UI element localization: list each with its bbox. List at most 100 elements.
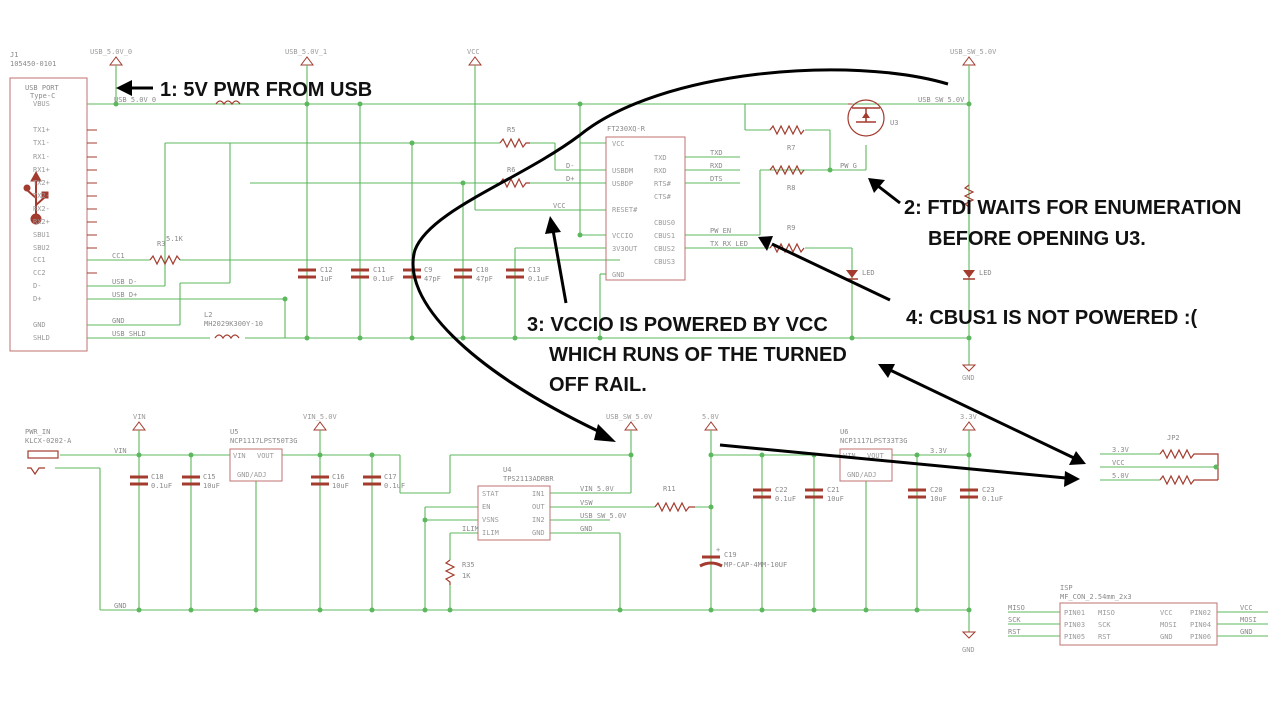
svg-text:TPS2113ADRBR: TPS2113ADRBR — [503, 475, 554, 483]
capacitor-c12: C12 1uF — [298, 266, 333, 283]
isp-pin-right: PIN02 — [1190, 609, 1211, 617]
isp-net-left: SCK — [1008, 616, 1021, 624]
svg-text:VCC: VCC — [1112, 459, 1125, 467]
j1-body — [9, 77, 88, 352]
pwr-3v3: 3.3V — [960, 413, 978, 421]
u3-ref: U3 — [890, 119, 898, 127]
svg-text:VOUT: VOUT — [257, 452, 275, 460]
j1-part: 105450-0101 — [10, 60, 56, 68]
r3-val: 5.1K — [166, 235, 184, 243]
svg-text:+: + — [716, 546, 720, 554]
svg-text:R11: R11 — [663, 485, 676, 493]
pwr-usb-5v-0: USB_5.0V_0 — [90, 48, 132, 56]
ftdi-pin-usbdp: USBDP — [612, 180, 633, 188]
ftdi-net-txd: TXD — [710, 149, 723, 157]
pwr-gnd-top: GND — [962, 374, 975, 382]
top-wires — [87, 103, 970, 339]
ftdi-net-pw-en: PW_EN — [710, 227, 731, 235]
isp-pin-left: PIN05 — [1064, 633, 1085, 641]
capacitor-c20: C20 10uF — [908, 486, 947, 503]
pwr-usb-sw-5v-bottom: USB_SW_5.0V — [606, 413, 653, 421]
top-power-symbols: USB_5.0V_0 USB_5.0V_1 VCC USB_SW_5.0V GN… — [90, 48, 997, 382]
svg-text:47pF: 47pF — [476, 275, 493, 283]
svg-text:NCP1117LPST50T3G: NCP1117LPST50T3G — [230, 437, 297, 445]
net-vin-5v-u4: VIN_5.0V — [580, 485, 615, 493]
barrel-jack-pwr-in: PWR_IN KLCX-0202-A — [25, 428, 72, 476]
resistor-r11 — [654, 501, 695, 513]
u4-pin-in1: IN1 — [532, 490, 545, 498]
svg-text:1uF: 1uF — [320, 275, 333, 283]
capacitor-c19: + C19 MP-CAP-4MM-10UF — [699, 546, 787, 569]
svg-text:C17: C17 — [384, 473, 397, 481]
ftdi-pin-cbus2: CBUS2 — [654, 245, 675, 253]
net-gnd-u4: GND — [580, 525, 593, 533]
ftdi-body — [605, 136, 686, 281]
j1-pin-gnd: GND — [33, 321, 46, 329]
annotation-1: 1: 5V PWR FROM USB — [160, 79, 372, 101]
isp-inner-right: MOSI — [1160, 621, 1177, 629]
isp-net-left: MISO — [1008, 604, 1025, 612]
svg-text:0.1uF: 0.1uF — [982, 495, 1003, 503]
annotation-2-line1: 2: FTDI WAITS FOR ENUMERATION — [904, 197, 1241, 219]
isp-inner-left: SCK — [1098, 621, 1111, 629]
isp-pin-left: PIN03 — [1064, 621, 1085, 629]
ftdi-chip: FT230XQ-R VCCUSBDMUSBDPRESET#VCCIO3V3OUT… — [553, 125, 748, 281]
svg-text:10uF: 10uF — [332, 482, 349, 490]
isp-inner-right: GND — [1160, 633, 1173, 641]
ftdi-pin-usbdm: USBDM — [612, 167, 633, 175]
ftdi-net-vcc: VCC — [553, 202, 566, 210]
ftdi-pin-rts: RTS# — [654, 180, 672, 188]
j1-ref: J1 — [10, 51, 18, 59]
pwr-usb-sw-5v-top: USB_SW_5.0V — [950, 48, 997, 56]
svg-text:C11: C11 — [373, 266, 386, 274]
ftdi-pin-vccio: VCCIO — [612, 232, 633, 240]
usb-symbol-icon — [23, 170, 49, 225]
j1-title: USB PORT — [25, 84, 60, 92]
svg-text:3.3V: 3.3V — [1112, 446, 1130, 454]
svg-text:5.0V: 5.0V — [1112, 472, 1130, 480]
svg-text:C22: C22 — [775, 486, 788, 494]
ftdi-net-rxd: RXD — [710, 162, 723, 170]
resistor-sw-rail — [963, 184, 975, 208]
resistor-r5 — [499, 137, 530, 149]
r7-ref: R7 — [787, 144, 795, 152]
pwr-vcc: VCC — [467, 48, 480, 56]
inductor-l2 — [214, 334, 240, 340]
j1-subtitle: Type-C — [30, 92, 55, 100]
net-cc1: CC1 — [112, 252, 125, 260]
j1-pin-d: D- — [33, 282, 41, 290]
pwr-usb-5v-1: USB_5.0V_1 — [285, 48, 327, 56]
isp-inner-left: MISO — [1098, 609, 1115, 617]
r6-ref: R6 — [507, 166, 515, 174]
u4-pin-in2: IN2 — [532, 516, 545, 524]
j1-pin-shld: SHLD — [33, 334, 50, 342]
capacitor-c9: C9 47pF — [403, 266, 441, 283]
ftdi-pin-cts: CTS# — [654, 193, 672, 201]
svg-text:MP-CAP-4MM-10UF: MP-CAP-4MM-10UF — [724, 561, 787, 569]
ftdi-net-dts: DTS — [710, 175, 723, 183]
isp-pin-right: PIN04 — [1190, 621, 1211, 629]
pwr-vin-5v: VIN_5.0V — [303, 413, 338, 421]
svg-text:C23: C23 — [982, 486, 995, 494]
bottom-junctions — [136, 452, 972, 613]
inductor-l1 — [215, 100, 241, 106]
j1-pin-vbus: VBUS — [33, 100, 50, 108]
u4-pin-vsns: VSNS — [482, 516, 499, 524]
capacitor-c17: C17 0.1uF — [363, 473, 405, 490]
isp-net-right: VCC — [1240, 604, 1253, 612]
regulator-u5: U5 NCP1117LPST50T3G VIN VOUT GND/ADJ — [229, 428, 297, 482]
isp-inner-left: RST — [1098, 633, 1111, 641]
ftdi-pin-vcc: VCC — [612, 140, 625, 148]
u4-pin-out: OUT — [532, 503, 545, 511]
svg-text:C13: C13 — [528, 266, 541, 274]
svg-text:PWR_IN: PWR_IN — [25, 428, 50, 436]
svg-text:R35: R35 — [462, 561, 475, 569]
j1-pin-tx1: TX1- — [33, 139, 50, 147]
capacitor-c15: C15 10uF — [182, 473, 220, 490]
ftdi-ref: FT230XQ-R — [607, 125, 646, 133]
u4-pin-ilim: ILIM — [482, 529, 499, 537]
j1-pin-cc1: CC1 — [33, 256, 46, 264]
